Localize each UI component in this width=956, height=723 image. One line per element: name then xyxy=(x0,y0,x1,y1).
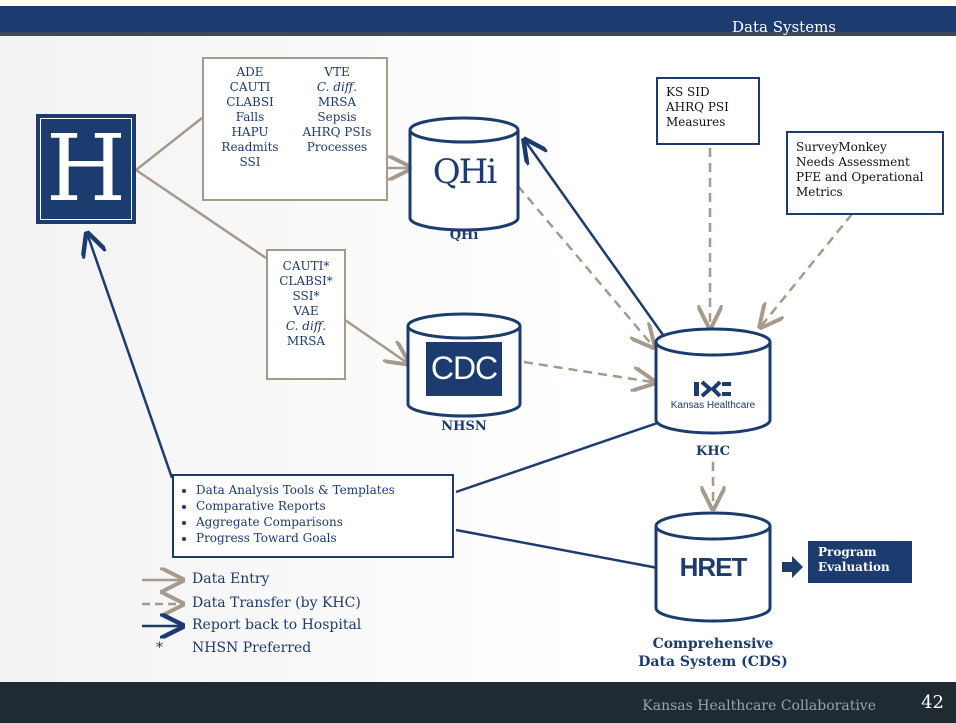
khc-cylinder xyxy=(654,327,772,435)
ks-sid-line: AHRQ PSI xyxy=(666,100,729,114)
cds-label: Comprehensive Data System (CDS) xyxy=(620,635,806,671)
measure-item: C. diff. xyxy=(285,319,327,333)
measure-item: Processes xyxy=(306,140,368,154)
survey-box: SurveyMonkey Needs Assessment PFE and Op… xyxy=(786,131,944,215)
qhi-measures-col2: VTE C. diff. MRSA Sepsis AHRQ PSIs Proce… xyxy=(292,65,382,155)
nhsn-measures-list: CAUTI* CLABSI* SSI* VAE C. diff. MRSA xyxy=(268,259,344,349)
legend-transfer-label: Data Transfer (by KHC) xyxy=(192,595,361,611)
hret-cylinder xyxy=(654,511,772,623)
transfer-cdc-khc xyxy=(523,360,652,382)
list-item: Aggregate Comparisons xyxy=(196,514,452,530)
survey-line: SurveyMonkey xyxy=(796,140,887,154)
footer-org: Kansas Healthcare Collaborative xyxy=(642,698,876,714)
page-number: 42 xyxy=(921,692,944,713)
reports-box: Data Analysis Tools & Templates Comparat… xyxy=(172,474,454,558)
khc-label: KHC xyxy=(696,444,730,459)
qhi-measures-box: ADE CAUTI CLABSI Falls HAPU Readmits SSI… xyxy=(202,57,388,201)
program-evaluation-box: Program Evaluation xyxy=(808,541,912,583)
measure-item: AHRQ PSIs xyxy=(302,125,372,139)
measure-item: SSI xyxy=(239,155,261,169)
nhsn-measures-box: CAUTI* CLABSI* SSI* VAE C. diff. MRSA xyxy=(266,249,346,380)
program-eval-line1: Program xyxy=(818,545,877,559)
khc-logo-text: Kansas Healthcare xyxy=(670,400,756,411)
measure-item: Readmits xyxy=(221,140,279,154)
measure-item: CAUTI xyxy=(229,80,271,94)
entry-line-h-to-nhsnbox xyxy=(135,168,267,260)
cdc-logo-bg xyxy=(426,342,502,396)
measure-item: VTE xyxy=(324,65,350,79)
report-box-hret xyxy=(455,528,659,570)
measure-item: C. diff. xyxy=(316,80,358,94)
measure-item: MRSA xyxy=(317,95,357,109)
cdc-logo: CDC xyxy=(430,350,498,386)
measure-item: ADE xyxy=(236,65,264,79)
khc-logo-mark xyxy=(694,380,731,398)
report-khc-qhi xyxy=(526,142,670,343)
cds-label-line2: Data System (CDS) xyxy=(638,654,788,670)
survey-line: Metrics xyxy=(796,185,843,199)
list-item: Data Analysis Tools & Templates xyxy=(196,482,452,498)
measure-item: VAE xyxy=(293,304,319,318)
ks-sid-line: Measures xyxy=(666,115,726,129)
measure-item: CLABSI xyxy=(226,95,274,109)
legend-asterisk: * xyxy=(156,640,163,656)
program-arrow-icon xyxy=(782,556,803,578)
qhi-cylinder xyxy=(408,116,520,232)
measure-item: CAUTI* xyxy=(282,259,330,273)
legend-nhsn-label: NHSN Preferred xyxy=(192,640,312,656)
measure-item: Sepsis xyxy=(317,110,357,124)
measure-item: SSI* xyxy=(292,289,320,303)
survey-line: Needs Assessment xyxy=(796,155,910,169)
measure-item: CLABSI* xyxy=(279,274,333,288)
report-khc-box xyxy=(455,416,673,494)
entry-arrow-to-cdc xyxy=(344,318,406,362)
reports-list: Data Analysis Tools & Templates Comparat… xyxy=(174,482,452,546)
list-item: Comparative Reports xyxy=(196,498,452,514)
transfer-survey-khc xyxy=(762,213,853,325)
qhi-label: QHi xyxy=(449,228,479,243)
qhi-logo: QHi xyxy=(432,152,497,192)
program-eval-line2: Evaluation xyxy=(818,560,890,574)
survey-line: PFE and Operational xyxy=(796,170,924,184)
ks-sid-box: KS SID AHRQ PSI Measures xyxy=(656,77,760,145)
transfer-qhi-khc xyxy=(517,185,652,345)
measure-item: MRSA xyxy=(286,334,326,348)
cds-label-line1: Comprehensive xyxy=(652,636,774,652)
entry-line-h-to-qhibox xyxy=(135,117,203,171)
ks-sid-line: KS SID xyxy=(666,85,710,99)
nhsn-label: NHSN xyxy=(441,419,487,434)
legend-entry-label: Data Entry xyxy=(192,571,270,587)
header-title: Data Systems xyxy=(732,18,836,36)
qhi-measures-col1: ADE CAUTI CLABSI Falls HAPU Readmits SSI xyxy=(212,65,288,170)
hospital-logo: H xyxy=(36,114,136,224)
hret-logo: HRET xyxy=(679,552,748,582)
legend-report-label: Report back to Hospital xyxy=(192,617,362,633)
header-band xyxy=(0,0,956,36)
list-item: Progress Toward Goals xyxy=(196,530,452,546)
measure-item: HAPU xyxy=(231,125,269,139)
report-box-h xyxy=(88,236,174,479)
measure-item: Falls xyxy=(235,110,265,124)
